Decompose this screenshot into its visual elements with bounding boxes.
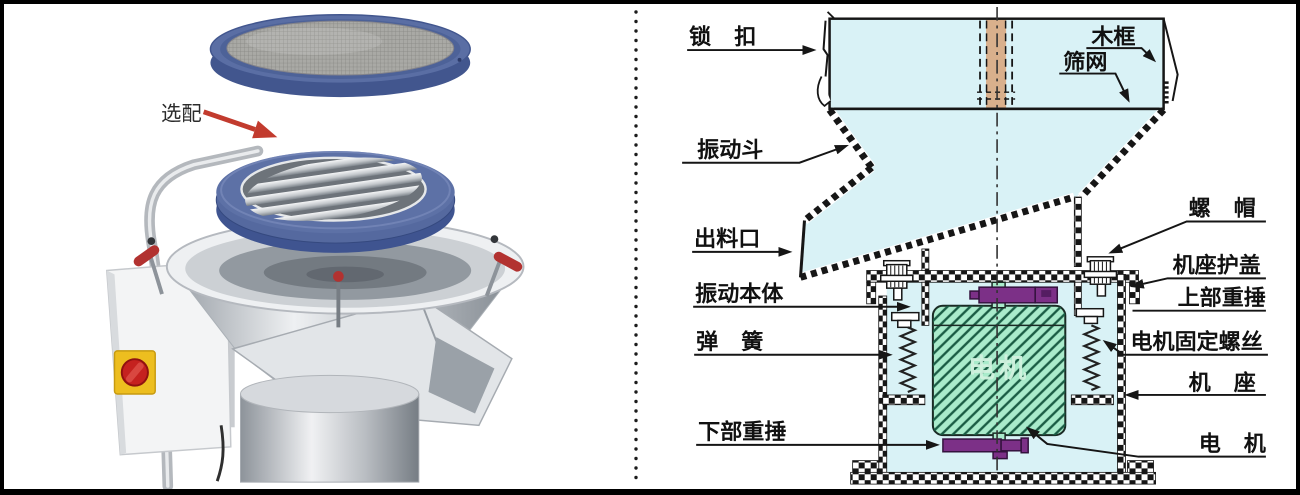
label-base: 机 座 — [1189, 370, 1256, 396]
label-motor-screw: 电机固定螺丝 — [1130, 329, 1263, 355]
machine-body — [132, 218, 525, 483]
label-lock: 锁 扣 — [689, 24, 756, 50]
label-nut: 螺 帽 — [1189, 197, 1256, 222]
photo-panel: 选配 — [4, 4, 634, 489]
motor: 电机 — [931, 304, 1067, 437]
diagram-panel: 电机 — [644, 4, 1296, 489]
diagram-labels: 锁 扣 木框 筛网 振动斗 出料口 振动本体 弹 簧 下部重捶 螺 帽 机座护盖… — [689, 24, 1266, 456]
base-right-wall — [1117, 274, 1126, 473]
lock-hardware — [816, 11, 836, 108]
label-hopper: 振动斗 — [697, 138, 763, 163]
toggle-clamp-right[interactable] — [484, 235, 524, 297]
spring-right — [1075, 307, 1105, 392]
power-cable — [215, 425, 225, 482]
grate-bars — [241, 147, 426, 231]
bowl-rim — [165, 218, 525, 315]
toggle-clamp-left[interactable] — [132, 237, 164, 295]
base-structure — [850, 196, 1156, 485]
wood-frame-edge — [1162, 18, 1179, 102]
leader-lines — [682, 45, 1268, 458]
hopper-walls — [798, 106, 1167, 282]
spring-left — [891, 311, 920, 393]
lower-weight — [942, 432, 1029, 460]
photo-illustration: 选配 — [105, 14, 525, 489]
label-vibration-body: 振动本体 — [695, 282, 783, 307]
motor-center-label: 电机 — [968, 354, 1030, 385]
label-outlet: 出料口 — [694, 227, 760, 252]
mesh-screen-lid — [209, 14, 471, 98]
toggle-clamp-center[interactable] — [333, 270, 344, 328]
power-switch[interactable] — [113, 350, 156, 395]
nut-left — [879, 259, 914, 301]
panel-separator — [634, 10, 638, 488]
hopper-fill — [800, 108, 1164, 278]
optional-label: 选配 — [161, 101, 202, 125]
label-motor: 电 机 — [1199, 432, 1266, 457]
red-arrow — [202, 109, 278, 139]
label-base-cover: 机座护盖 — [1173, 253, 1261, 279]
base-bottom — [850, 471, 1156, 485]
section-diagram: 电机 — [682, 6, 1268, 485]
base-cylinder — [240, 374, 420, 483]
optional-grate-disc — [215, 147, 456, 253]
label-upper-weight: 上部重捶 — [1178, 285, 1266, 311]
upper-weight — [969, 281, 1059, 309]
nut-right — [1083, 256, 1118, 297]
label-mesh: 筛网 — [1063, 50, 1107, 76]
label-wood-frame: 木框 — [1090, 25, 1135, 50]
label-lower-weight: 下部重捶 — [698, 419, 786, 445]
center-column — [977, 18, 1016, 109]
label-spring: 弹 簧 — [696, 329, 763, 355]
